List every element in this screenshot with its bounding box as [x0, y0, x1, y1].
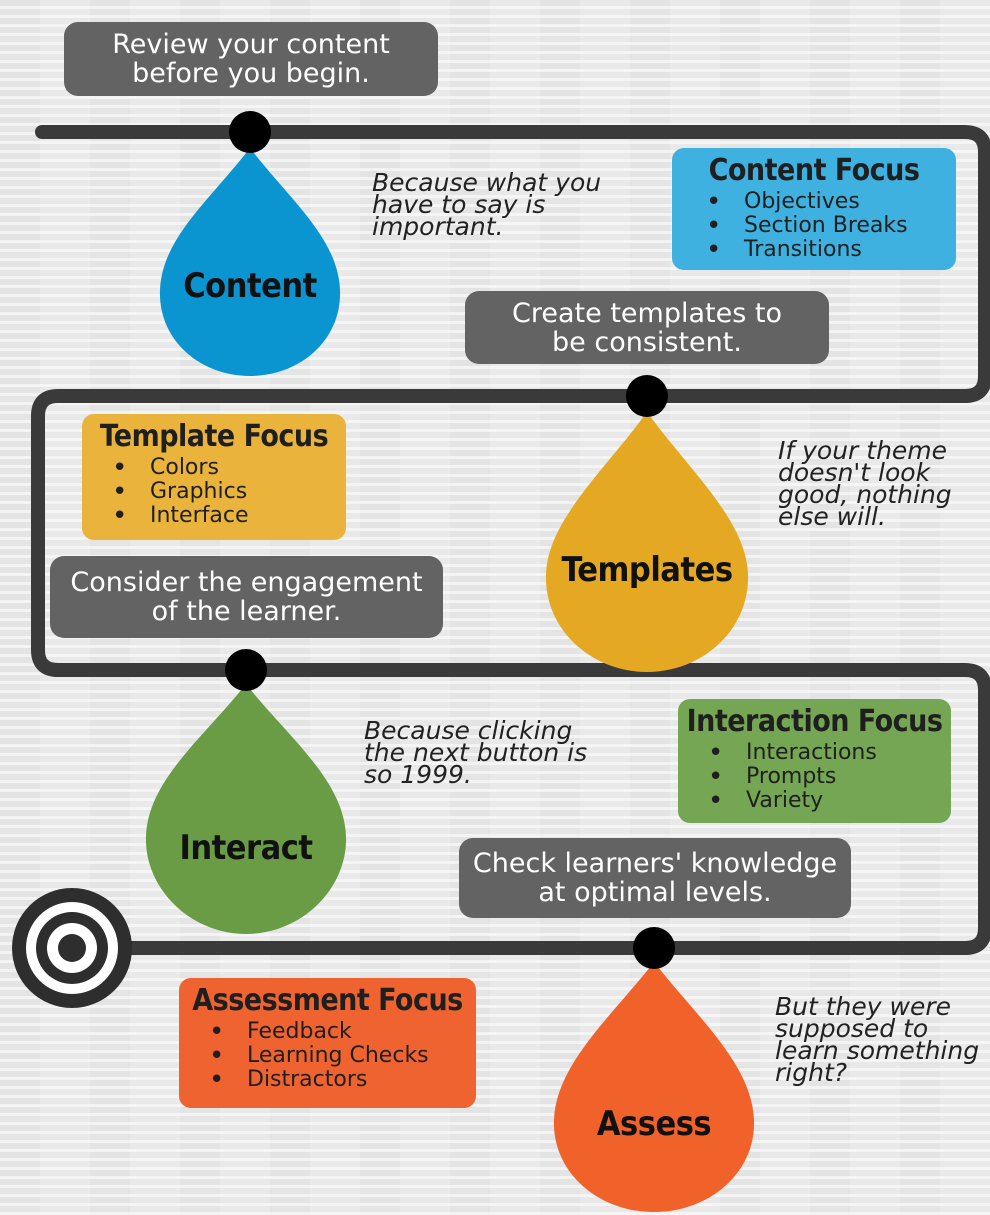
list-item: Section Breaks — [706, 214, 956, 239]
interact-focus-list: Interactions Prompts Variety — [708, 741, 951, 814]
list-item: Interactions — [708, 741, 951, 766]
interact-focus-title: Interaction Focus — [686, 704, 943, 739]
list-item: Graphics — [112, 480, 346, 505]
interact-quote: Because clicking the next button is so 1… — [364, 716, 588, 789]
templates-drop — [545, 412, 749, 672]
interact-drop-label: Interact — [179, 828, 313, 868]
content-drop-label: Content — [183, 266, 317, 306]
list-item: Interface — [112, 504, 346, 529]
list-item: Objectives — [706, 190, 956, 215]
content-focus-box: Content Focus Objectives Section Breaks … — [672, 148, 956, 270]
list-item: Prompts — [708, 765, 951, 790]
interact-focus-box: Interaction Focus Interactions Prompts V… — [678, 699, 951, 823]
assess-drop — [553, 962, 755, 1212]
assess-focus-title: Assessment Focus — [192, 983, 463, 1018]
list-item: Learning Checks — [209, 1044, 476, 1069]
templates-callout-text: Create templates to be consistent. — [512, 297, 782, 358]
assess-focus-box: Assessment Focus Feedback Learning Check… — [179, 978, 476, 1108]
templates-focus-title: Template Focus — [99, 419, 329, 454]
assess-callout-text: Check learners' knowledge at optimal lev… — [472, 848, 838, 908]
templates-quote: If your theme doesn't look good, nothing… — [778, 436, 952, 531]
content-quote: Because what you have to say is importan… — [372, 168, 602, 241]
assess-node-dot — [633, 927, 675, 969]
assess-drop-label: Assess — [596, 1104, 712, 1144]
process-track-line — [31, 125, 990, 955]
list-item: Feedback — [209, 1020, 476, 1045]
list-item: Distractors — [209, 1068, 476, 1093]
templates-focus-box: Template Focus Colors Graphics Interface — [82, 414, 346, 540]
content-node-dot — [229, 111, 271, 153]
target-icon — [12, 888, 132, 1008]
templates-callout: Create templates to be consistent. — [465, 291, 829, 364]
templates-node-dot — [626, 375, 668, 417]
assess-focus-list: Feedback Learning Checks Distractors — [209, 1020, 476, 1093]
list-item: Variety — [708, 789, 951, 814]
content-callout-text: Review your content before you begin. — [112, 29, 390, 89]
content-callout: Review your content before you begin. — [64, 22, 438, 96]
interact-node-dot — [225, 649, 267, 691]
assess-callout: Check learners' knowledge at optimal lev… — [459, 838, 851, 918]
list-item: Transitions — [706, 238, 956, 263]
content-drop — [159, 148, 341, 376]
templates-drop-label: Templates — [561, 550, 733, 590]
content-focus-list: Objectives Section Breaks Transitions — [706, 190, 956, 263]
interact-callout-text: Consider the engagement of the learner. — [70, 567, 423, 627]
list-item: Colors — [112, 456, 346, 481]
interact-drop — [145, 684, 347, 934]
content-focus-title: Content Focus — [708, 153, 920, 188]
templates-focus-list: Colors Graphics Interface — [112, 456, 346, 529]
interact-callout: Consider the engagement of the learner. — [50, 556, 443, 638]
assess-quote: But they were supposed to learn somethin… — [775, 992, 980, 1087]
